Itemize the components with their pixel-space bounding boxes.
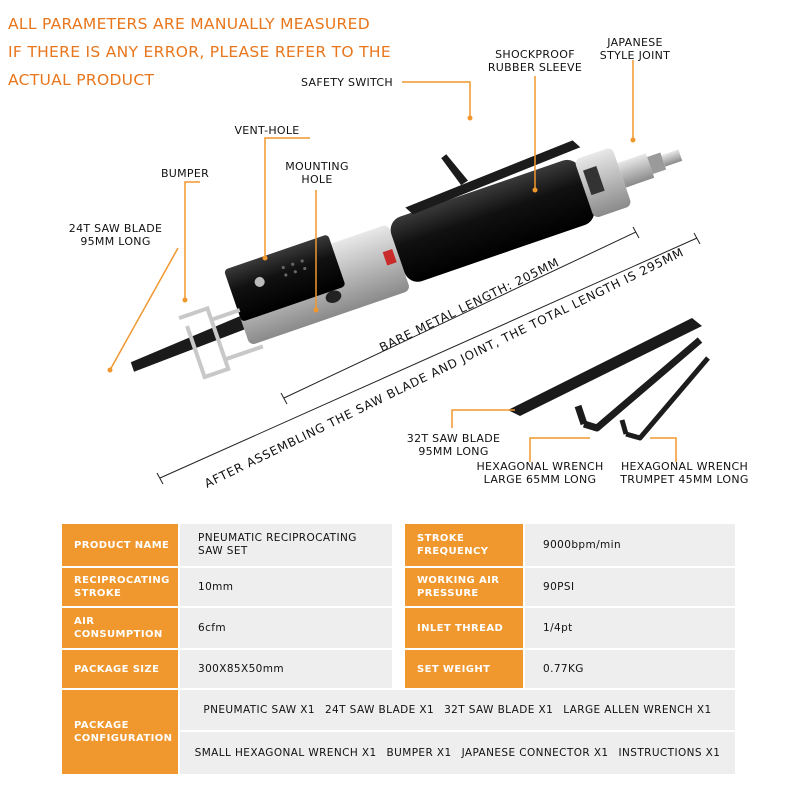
spec-key-air-consumption: AIR CONSUMPTION <box>62 608 178 648</box>
spec-key-product-name: PRODUCT NAME <box>62 524 178 566</box>
pneumatic-saw <box>130 140 683 380</box>
package-row-1: PNEUMATIC SAW X1 24T SAW BLADE X1 32T SA… <box>180 690 735 730</box>
rubber-sleeve <box>390 159 595 282</box>
product-illustration: BARE METAL LENGTH: 205MM AFTER ASSEMBLIN… <box>107 60 710 491</box>
label-32t-blade: 32T SAW BLADE 95MM LONG <box>406 432 501 458</box>
package-item: BUMPER X1 <box>386 747 452 759</box>
package-item: 32T SAW BLADE X1 <box>444 704 554 716</box>
spec-key-set-weight: SET WEIGHT <box>405 650 523 688</box>
package-item: 24T SAW BLADE X1 <box>324 704 435 716</box>
label-safety-switch: SAFETY SWITCH <box>301 76 393 89</box>
spec-key-working-air: WORKING AIR PRESSURE <box>405 568 523 606</box>
package-item: INSTRUCTIONS X1 <box>618 747 721 759</box>
label-shockproof-sleeve: SHOCKPROOF RUBBER SLEEVE <box>487 48 583 74</box>
spec-val-reciprocating-stroke: 10mm <box>180 568 392 606</box>
disclaimer-notice: ALL PARAMETERS ARE MANUALLY MEASURED IF … <box>8 10 408 94</box>
label-hex-wrench-large: HEXAGONAL WRENCH LARGE 65MM LONG <box>476 460 604 486</box>
hex-wrench-large <box>582 337 703 432</box>
saw-blade-32t <box>508 318 702 416</box>
package-item: JAPANESE CONNECTOR X1 <box>461 747 609 759</box>
package-item: PNEUMATIC SAW X1 <box>203 704 315 716</box>
label-bumper: BUMPER <box>160 167 210 180</box>
spec-key-package-size: PACKAGE SIZE <box>62 650 178 688</box>
package-item: LARGE ALLEN WRENCH X1 <box>563 704 712 716</box>
spec-val-set-weight: 0.77KG <box>525 650 735 688</box>
spec-key-package-configuration: PACKAGE CONFIGURATION <box>62 690 178 774</box>
notice-line-1: ALL PARAMETERS ARE MANUALLY MEASURED <box>8 15 370 33</box>
head-block <box>224 235 345 321</box>
label-hex-wrench-trumpet: HEXAGONAL WRENCH TRUMPET 45MM LONG <box>620 460 749 486</box>
spec-key-inlet-thread: INLET THREAD <box>405 608 523 648</box>
label-24t-blade: 24T SAW BLADE 95MM LONG <box>68 222 163 248</box>
spec-key-stroke-frequency: STROKE FREQUENCY <box>405 524 523 566</box>
notice-line-2: IF THERE IS ANY ERROR, PLEASE REFER TO T… <box>8 43 391 61</box>
hex-wrench-small <box>625 356 710 441</box>
label-mounting-hole: MOUNTING HOLE <box>285 160 349 186</box>
spec-val-air-consumption: 6cfm <box>180 608 392 648</box>
spec-key-reciprocating-stroke: RECIPROCATING STROKE <box>62 568 178 606</box>
spec-val-stroke-frequency: 9000bpm/min <box>525 524 735 566</box>
label-japanese-joint: JAPANESE STYLE JOINT <box>599 36 671 62</box>
package-row-2: SMALL HEXAGONAL WRENCH X1 BUMPER X1 JAPA… <box>180 732 735 774</box>
spec-val-package-size: 300X85X50mm <box>180 650 392 688</box>
notice-line-3: ACTUAL PRODUCT <box>8 71 155 89</box>
spec-val-product-name: PNEUMATIC RECIPROCATING SAW SET <box>180 524 392 566</box>
package-item: SMALL HEXAGONAL WRENCH X1 <box>194 747 377 759</box>
spec-val-working-air: 90PSI <box>525 568 735 606</box>
joint <box>617 153 655 188</box>
label-vent-hole: VENT-HOLE <box>234 124 300 137</box>
spec-val-inlet-thread: 1/4pt <box>525 608 735 648</box>
